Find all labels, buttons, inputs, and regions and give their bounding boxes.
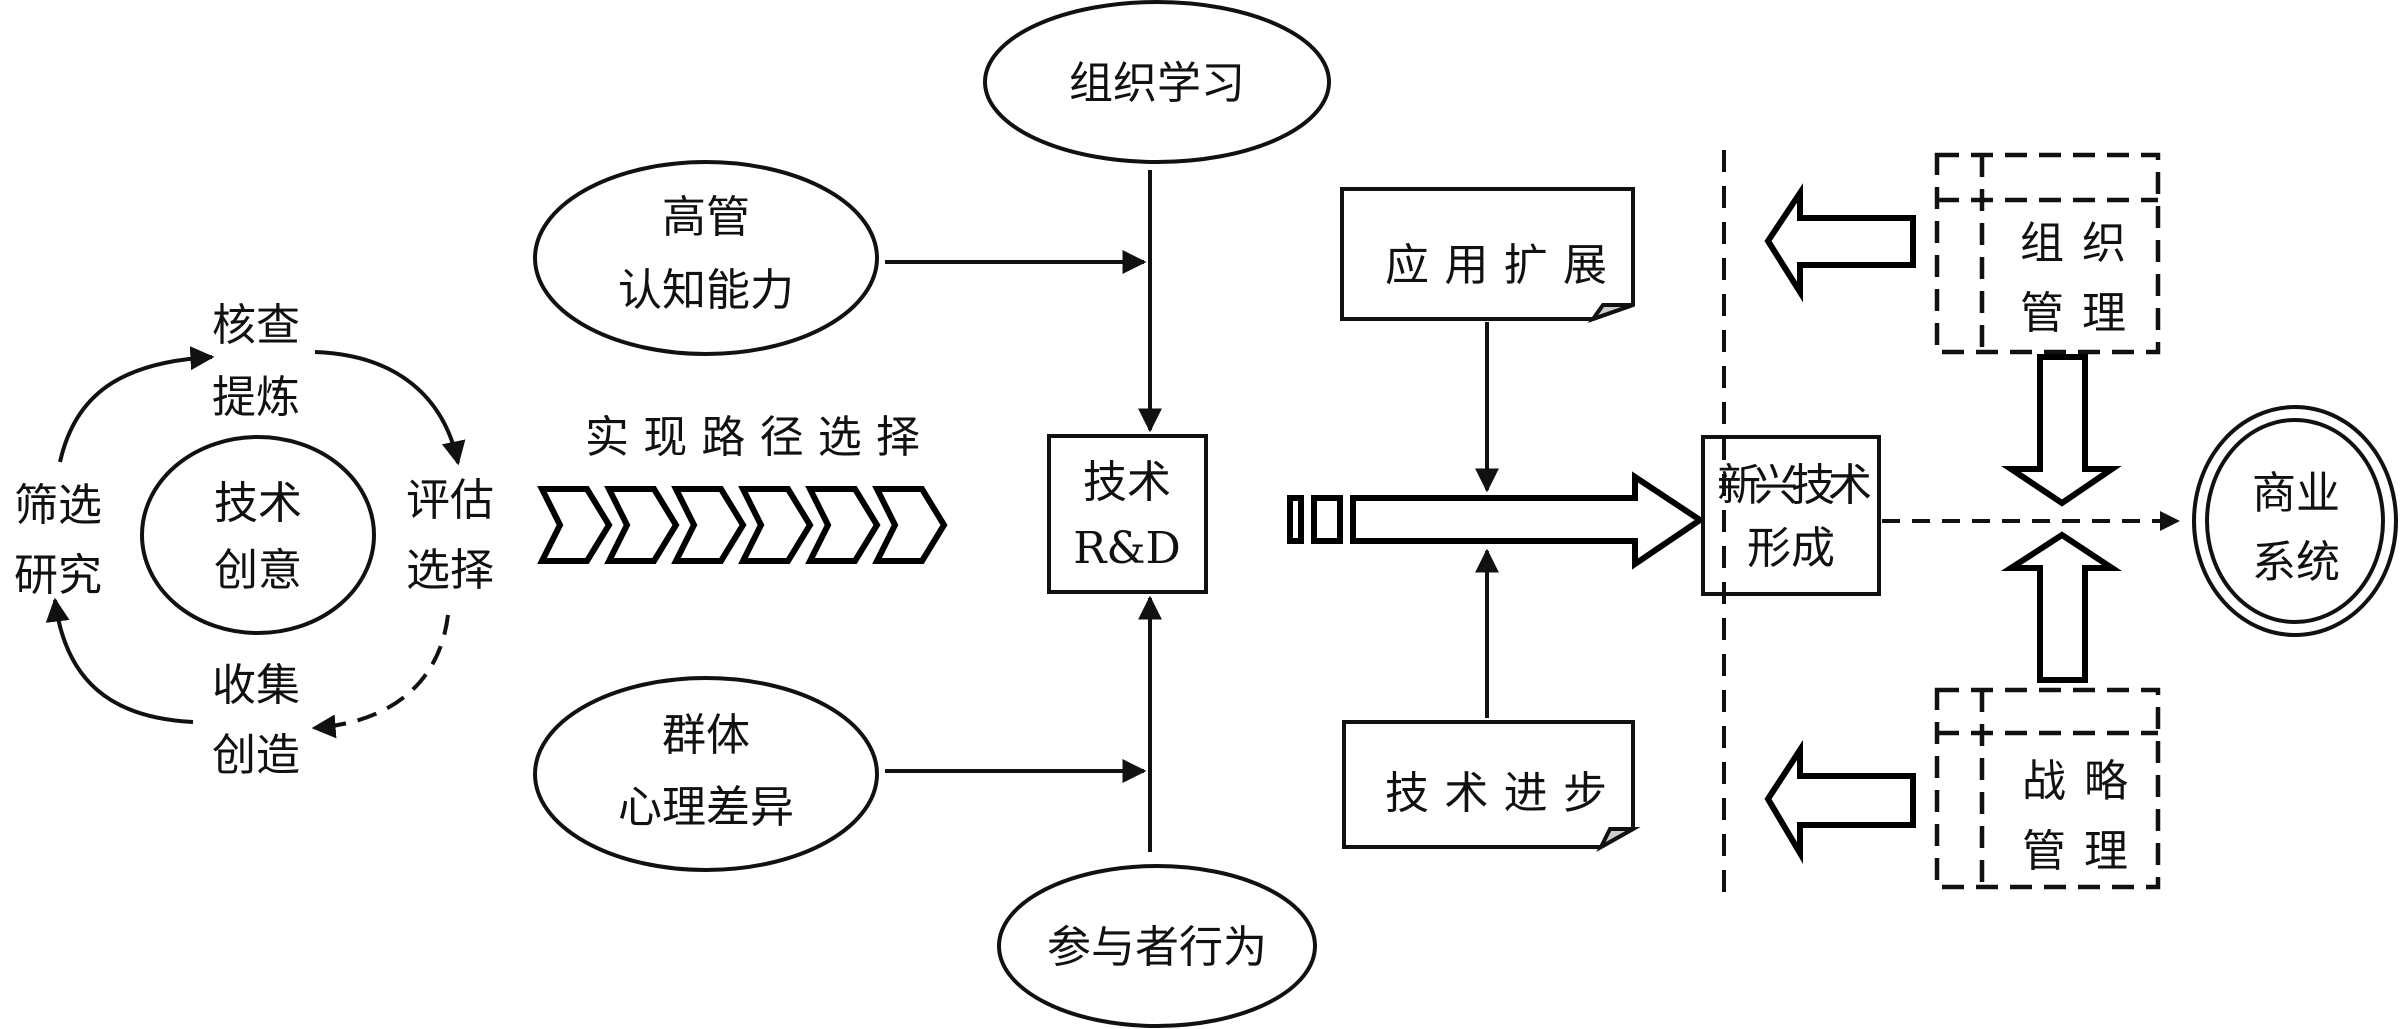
group-psychology-line2: 心理差异	[618, 782, 794, 833]
org-learning-label: 组织学习	[1069, 58, 1245, 109]
group-psychology-ellipse	[533, 676, 879, 872]
path-selection-label: 实现路径选择	[585, 412, 920, 463]
tech-idea-ellipse	[140, 435, 376, 635]
emerging-tech-box: 新兴技术 形成	[1701, 435, 1881, 596]
group-psychology-line1: 群体	[662, 710, 750, 761]
org-management-box: 组织 管理	[1934, 152, 2161, 355]
org-management-line2: 管理	[2020, 288, 2126, 339]
strategic-management-line1: 战略	[2022, 756, 2128, 807]
exec-cognition-line1: 高管	[662, 192, 750, 243]
cycle-bottom-line1: 收集	[212, 660, 300, 711]
rd-box: 技术 R&D	[1047, 434, 1208, 594]
input-group-psychology: 群体 心理差异	[533, 676, 879, 872]
down-block-arrow-icon	[2001, 354, 2122, 507]
left-block-arrow-lower-icon	[1764, 739, 1916, 864]
exec-cognition-ellipse	[533, 160, 879, 356]
cycle-top-line1: 核查	[212, 300, 300, 351]
tech-idea-line2: 创意	[214, 545, 302, 596]
chevron-2	[604, 486, 680, 564]
business-system-outer-ring	[2192, 405, 2398, 637]
participant-behavior-label: 参与者行为	[1047, 922, 1267, 973]
cycle-left-line1: 筛选	[14, 480, 102, 531]
application-expansion-box: 应用扩展	[1340, 187, 1635, 323]
cycle-right-line2: 选择	[406, 545, 494, 596]
folded-corner-icon	[1596, 827, 1641, 852]
chevron-4	[738, 486, 814, 564]
cycle-left-line2: 研究	[14, 550, 102, 601]
arrow-stripe-1	[1287, 495, 1304, 544]
chevron-6	[872, 486, 948, 564]
org-management-line1: 组织	[2020, 218, 2126, 269]
rd-line1: 技术	[1083, 457, 1171, 508]
org-learning-ellipse	[983, 0, 1331, 164]
left-block-arrow-upper-icon	[1764, 183, 1916, 303]
business-system-inner-ring	[2205, 418, 2385, 624]
idea-cycle: 技术 创意 核查 提炼 评估 选择 收集 创造 筛选 研究	[14, 300, 494, 781]
rd-line2: R&D	[1073, 523, 1181, 574]
business-system-line1: 商业	[2252, 468, 2340, 519]
exec-cognition-line2: 认知能力	[618, 265, 794, 316]
emerging-tech-line1: 新兴技术	[1717, 460, 1872, 511]
up-block-arrow-icon	[2000, 531, 2122, 683]
business-system: 商业 系统	[2192, 405, 2398, 637]
strategic-management-line2: 管理	[2022, 826, 2128, 877]
chevron-5	[805, 486, 881, 564]
cycle-right-line1: 评估	[406, 475, 494, 526]
cycle-bottom-line2: 创造	[212, 730, 300, 781]
input-exec-cognition: 高管 认知能力	[533, 160, 879, 356]
tech-progress-box: 技术进步	[1342, 720, 1641, 852]
arrow-stripe-2	[1311, 495, 1343, 544]
cycle-arrow-right-to-bottom-dashed	[311, 614, 450, 739]
strategic-management-box: 战略 管理	[1934, 687, 2161, 890]
chevron-3	[671, 486, 747, 564]
chevron-row	[537, 486, 948, 564]
cycle-arrow-bottom-to-left	[45, 597, 194, 724]
path-selection: 实现路径选择	[537, 412, 948, 564]
tech-idea-line1: 技术	[214, 478, 302, 529]
business-system-line2: 系统	[2252, 537, 2340, 588]
input-participant-behavior: 参与者行为	[997, 864, 1317, 1028]
striped-right-arrow	[1287, 471, 1706, 570]
participant-behavior-ellipse	[997, 864, 1317, 1028]
cycle-arrow-left-to-top	[58, 346, 215, 463]
cycle-arrow-top-to-right	[314, 350, 466, 466]
input-org-learning: 组织学习	[983, 0, 1331, 164]
chevron-1	[537, 486, 613, 564]
cycle-top-line2: 提炼	[212, 372, 300, 423]
application-expansion-label: 应用扩展	[1385, 240, 1607, 291]
emerging-tech-line2: 形成	[1747, 523, 1835, 574]
folded-corner-icon	[1587, 303, 1634, 323]
tech-progress-label: 技术进步	[1385, 768, 1607, 819]
arrow-body	[1350, 471, 1706, 570]
